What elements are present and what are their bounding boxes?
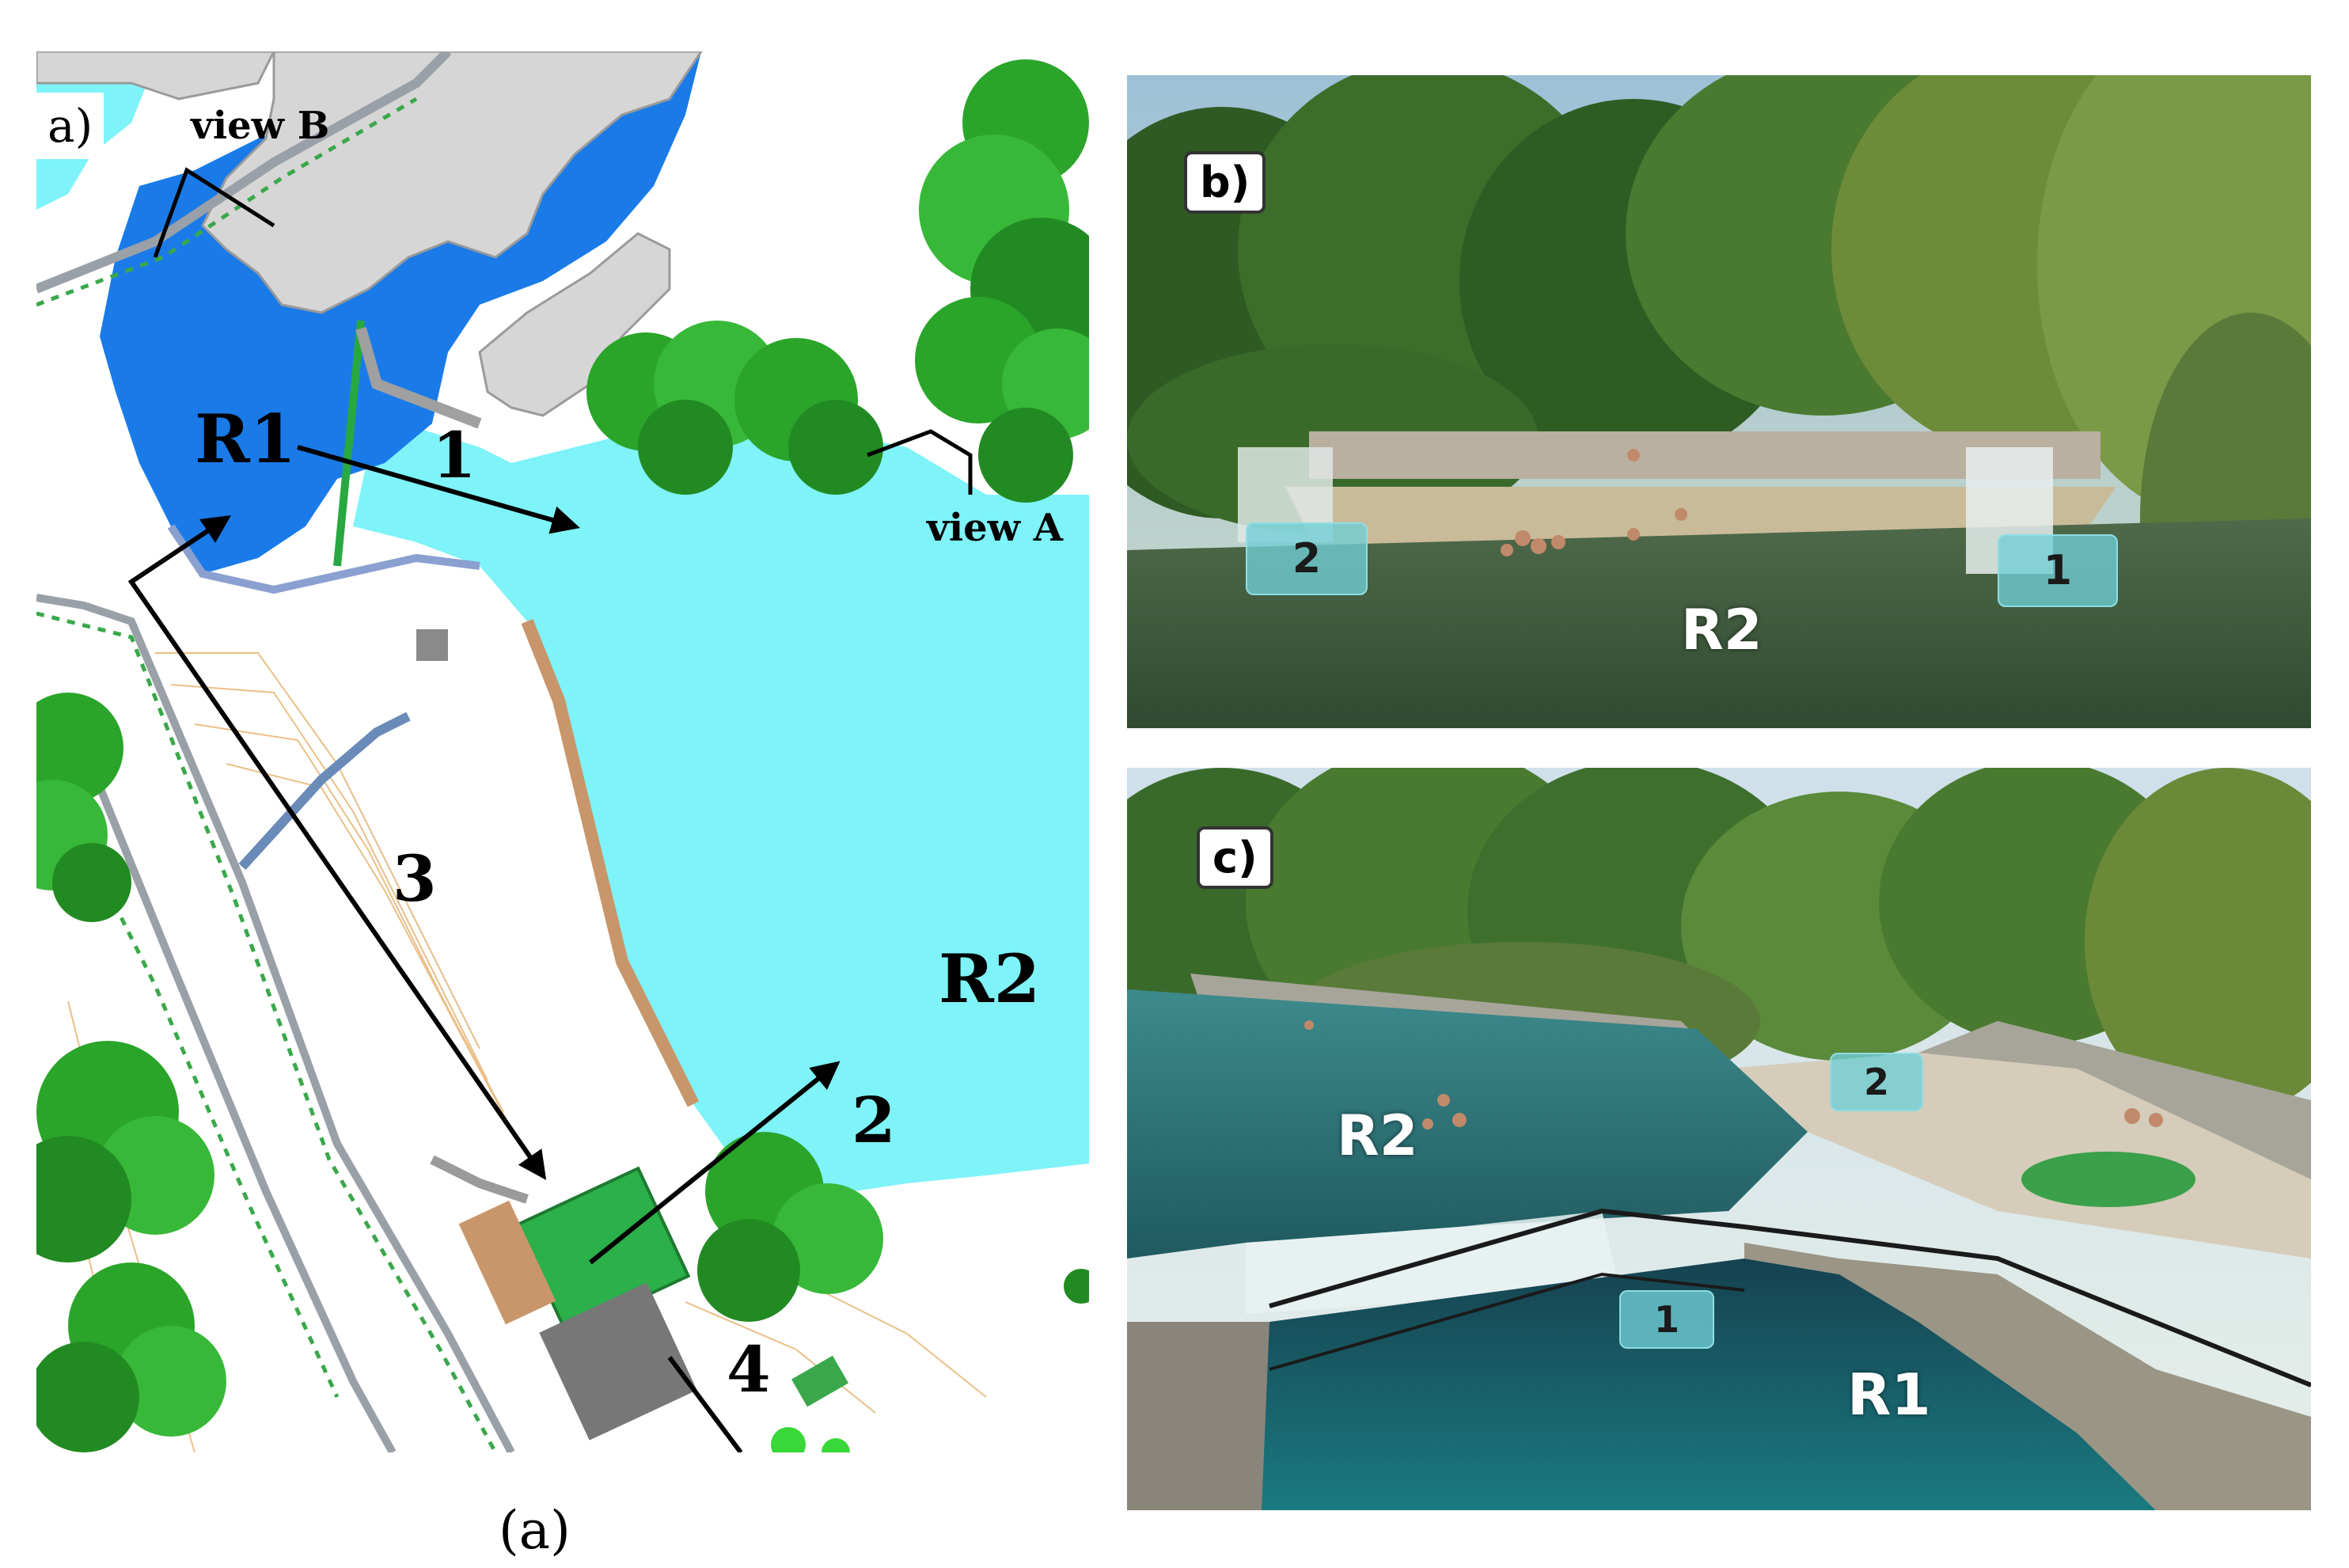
photo-b: b) 2 1 R2 bbox=[1127, 75, 2311, 728]
tree-cluster-left bbox=[36, 693, 226, 1452]
r1-label: R1 bbox=[195, 400, 297, 478]
region-r2: R2 bbox=[1681, 598, 1763, 663]
label-4: 4 bbox=[727, 1332, 771, 1407]
photo-b-scene bbox=[1127, 75, 2311, 728]
perimeter-hedge-left bbox=[36, 611, 498, 1452]
rock-outcrop-3 bbox=[36, 51, 275, 101]
flow-arrow-4 bbox=[667, 1356, 743, 1452]
panel-tag-a: a) bbox=[36, 93, 104, 159]
badge-2-c: 2 bbox=[1830, 1053, 1923, 1111]
bathers-b bbox=[1501, 449, 1687, 556]
bathers-c bbox=[1304, 1020, 2163, 1129]
flow-arrow-1 bbox=[297, 445, 580, 534]
map-panel-a: a) view B view A R1 R2 1 2 3 4 bbox=[36, 51, 1089, 1452]
top-hedge bbox=[36, 97, 418, 307]
region-r2-c: R2 bbox=[1337, 1103, 1418, 1168]
panel-tag-b: b) bbox=[1184, 151, 1266, 215]
outlet-square bbox=[416, 629, 448, 661]
rock-outcrop-2 bbox=[478, 232, 671, 417]
footbridge bbox=[458, 1200, 556, 1325]
rock-outcrop bbox=[201, 51, 703, 314]
railing-c-2 bbox=[1269, 1272, 1745, 1371]
label-3: 3 bbox=[393, 841, 437, 916]
tree-cluster-right bbox=[915, 59, 1089, 503]
view-a-marker bbox=[867, 429, 973, 495]
view-b-marker bbox=[153, 167, 275, 258]
flow-arrow-2 bbox=[589, 1061, 841, 1265]
view-a-label: view A bbox=[927, 506, 1063, 550]
panel-tag-c: c) bbox=[1197, 826, 1273, 890]
badge-1-c: 1 bbox=[1619, 1290, 1714, 1349]
pump-house bbox=[539, 1282, 697, 1441]
label-2: 2 bbox=[852, 1083, 896, 1157]
weir-1 bbox=[355, 327, 482, 429]
region-r1-c: R1 bbox=[1847, 1361, 1931, 1428]
walkway bbox=[430, 1155, 529, 1204]
view-b-label: view B bbox=[191, 104, 330, 148]
label-1: 1 bbox=[432, 418, 476, 492]
railing-c bbox=[1269, 1208, 2311, 1388]
figure-caption: (a) bbox=[499, 1500, 571, 1561]
badge-1: 1 bbox=[1998, 534, 2118, 607]
hedge-c bbox=[2021, 1152, 2195, 1207]
top-wall bbox=[36, 51, 452, 294]
site-map bbox=[36, 51, 1089, 1452]
wall-r1-right bbox=[1744, 1243, 2311, 1510]
photo-c-scene bbox=[1127, 768, 2311, 1510]
badge-2: 2 bbox=[1246, 522, 1368, 595]
spillway-channel bbox=[238, 712, 411, 871]
tree-cluster-top bbox=[586, 321, 883, 495]
tree-cluster-bottom bbox=[697, 1132, 1089, 1452]
pool-r1-c bbox=[1254, 1259, 2156, 1510]
photo-c: c) R2 2 1 R1 bbox=[1127, 768, 2311, 1510]
wall-r1-left bbox=[1127, 1322, 1269, 1510]
r2-label: R2 bbox=[939, 940, 1041, 1018]
pool-r2-c bbox=[1127, 989, 1808, 1259]
flow-arrow-3 bbox=[127, 515, 547, 1180]
